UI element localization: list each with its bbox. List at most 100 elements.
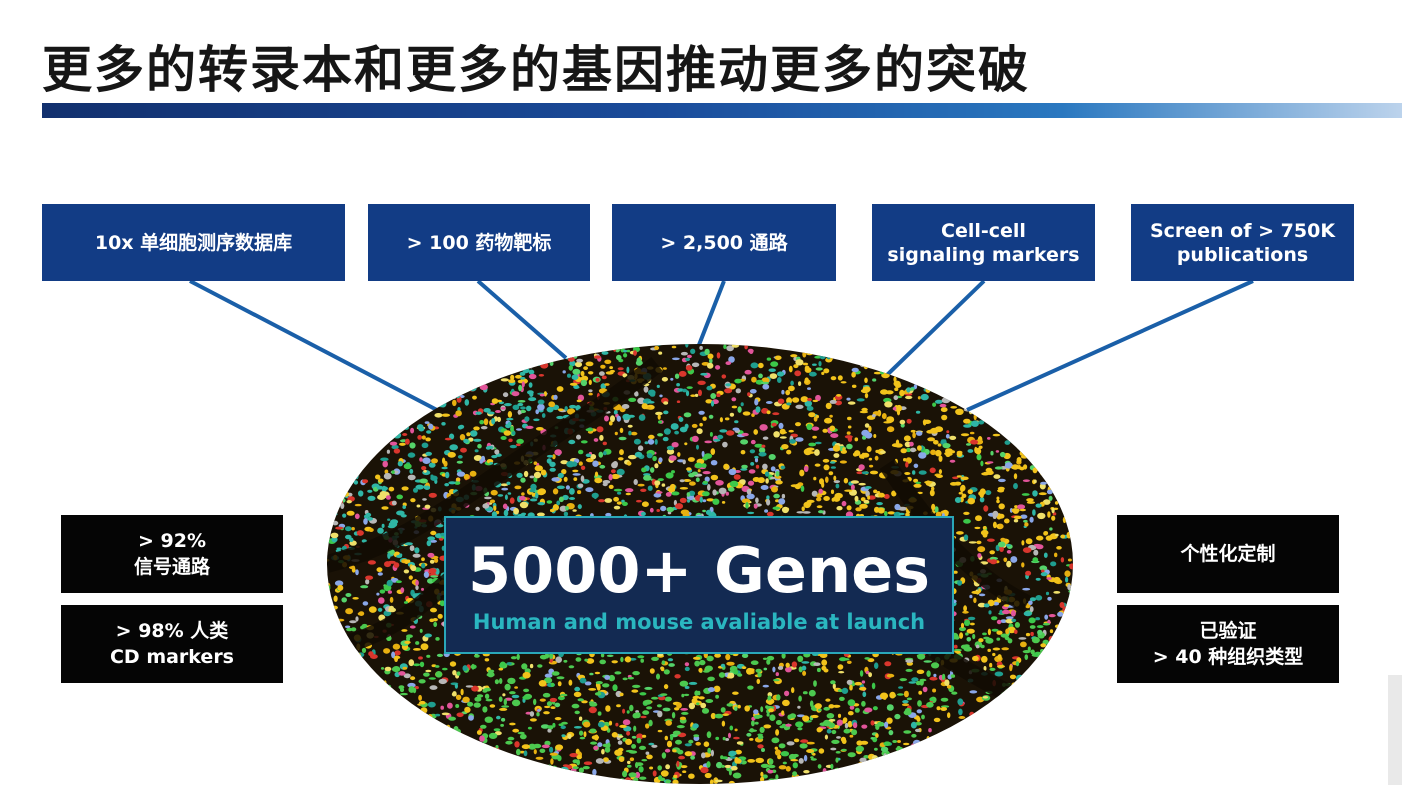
tissue-cell — [1038, 492, 1047, 496]
tissue-cell — [567, 373, 571, 378]
tissue-cell — [522, 671, 531, 679]
tissue-cell — [529, 498, 538, 502]
tissue-cell — [506, 417, 514, 421]
tissue-cell — [546, 500, 553, 504]
tissue-cell — [661, 377, 668, 382]
tissue-cell — [861, 680, 866, 684]
tissue-cell — [658, 420, 662, 424]
tissue-cell — [969, 594, 973, 599]
tissue-cell — [812, 435, 817, 439]
tissue-cell — [818, 488, 823, 494]
tissue-cell — [837, 664, 844, 670]
tissue-cell — [648, 742, 655, 746]
tissue-cell — [368, 528, 374, 532]
tissue-cell — [410, 676, 416, 681]
tissue-cell — [858, 482, 866, 486]
tissue-cell — [639, 776, 647, 780]
tissue-cell — [665, 764, 670, 770]
tissue-cell — [523, 688, 530, 693]
tissue-cell — [994, 466, 1003, 470]
tissue-cell — [829, 461, 836, 464]
tissue-cell — [873, 489, 878, 494]
tissue-cell — [670, 423, 679, 430]
tissue-cell — [376, 567, 383, 573]
tissue-cell — [833, 475, 837, 481]
tissue-cell — [420, 643, 429, 651]
tissue-cell — [1001, 647, 1009, 651]
tissue-cell — [1028, 600, 1033, 606]
tissue-cell — [950, 674, 956, 678]
tissue-cell — [500, 378, 509, 382]
tissue-cell — [802, 362, 809, 366]
tissue-cell — [847, 699, 856, 707]
tissue-cell — [905, 659, 914, 663]
tissue-cell — [409, 468, 414, 474]
tissue-cell — [801, 665, 807, 671]
tissue-cell — [980, 460, 984, 467]
tissue-cell — [604, 415, 609, 422]
tissue-cell — [521, 492, 525, 496]
tissue-cell — [367, 489, 373, 493]
tissue-cell — [1049, 629, 1054, 634]
tissue-cell — [697, 469, 701, 473]
tissue-cell — [944, 451, 953, 456]
tissue-cell — [509, 444, 517, 449]
tissue-cell — [652, 770, 657, 777]
tissue-cell — [963, 644, 970, 648]
tissue-cell — [615, 722, 619, 727]
tissue-cell — [681, 693, 685, 698]
tissue-cell — [491, 418, 496, 425]
tissue-cell — [864, 423, 870, 428]
tissue-cell — [455, 410, 462, 417]
tissue-cell — [684, 666, 690, 672]
tissue-cell — [749, 389, 757, 394]
tissue-cell — [675, 739, 682, 745]
tissue-cell — [734, 420, 739, 424]
tissue-cell — [811, 426, 820, 431]
tissue-cell — [989, 559, 998, 565]
tissue-cell — [850, 484, 855, 490]
tissue-cell — [663, 410, 669, 415]
tissue-cell — [868, 425, 872, 433]
tissue-cell — [994, 671, 1004, 677]
tissue-cell — [982, 696, 989, 699]
tissue-cell — [671, 442, 679, 448]
tissue-cell — [714, 653, 721, 658]
tissue-cell — [617, 747, 624, 752]
tissue-cell — [1022, 587, 1031, 591]
tissue-cell — [1014, 629, 1018, 634]
tissue-cell — [614, 431, 618, 436]
tissue-cell — [1000, 619, 1008, 623]
tissue-cell — [444, 483, 450, 487]
tissue-cell — [547, 725, 552, 729]
tissue-cell — [394, 650, 401, 656]
tissue-cell — [355, 616, 359, 622]
tissue-cell — [370, 654, 378, 659]
tissue-cell — [568, 679, 573, 686]
tissue-cell — [664, 735, 668, 741]
tissue-cell — [719, 417, 723, 423]
tissue-cell — [495, 745, 499, 749]
tissue-cell — [880, 389, 889, 395]
tissue-cell — [535, 756, 544, 760]
tissue-cell — [707, 676, 715, 682]
tissue-cell — [910, 447, 917, 453]
tissue-cell — [479, 420, 485, 425]
tissue-cell — [546, 406, 554, 413]
tissue-cell — [499, 707, 508, 711]
tissue-cell — [634, 451, 643, 458]
tissue-cell — [698, 667, 703, 673]
tissue-cell — [856, 398, 865, 402]
tissue-cell — [469, 430, 478, 437]
tissue-cell — [383, 648, 391, 654]
tissue-cell — [511, 694, 520, 699]
tissue-cell — [573, 477, 578, 481]
tissue-cell — [441, 422, 446, 426]
tissue-cell — [861, 724, 868, 729]
tissue-cell — [782, 761, 787, 765]
tissue-cell — [548, 401, 556, 408]
tissue-cell — [800, 485, 805, 492]
tissue-cell — [363, 518, 368, 525]
tissue-cell — [793, 738, 800, 743]
tissue-cell — [529, 475, 535, 479]
